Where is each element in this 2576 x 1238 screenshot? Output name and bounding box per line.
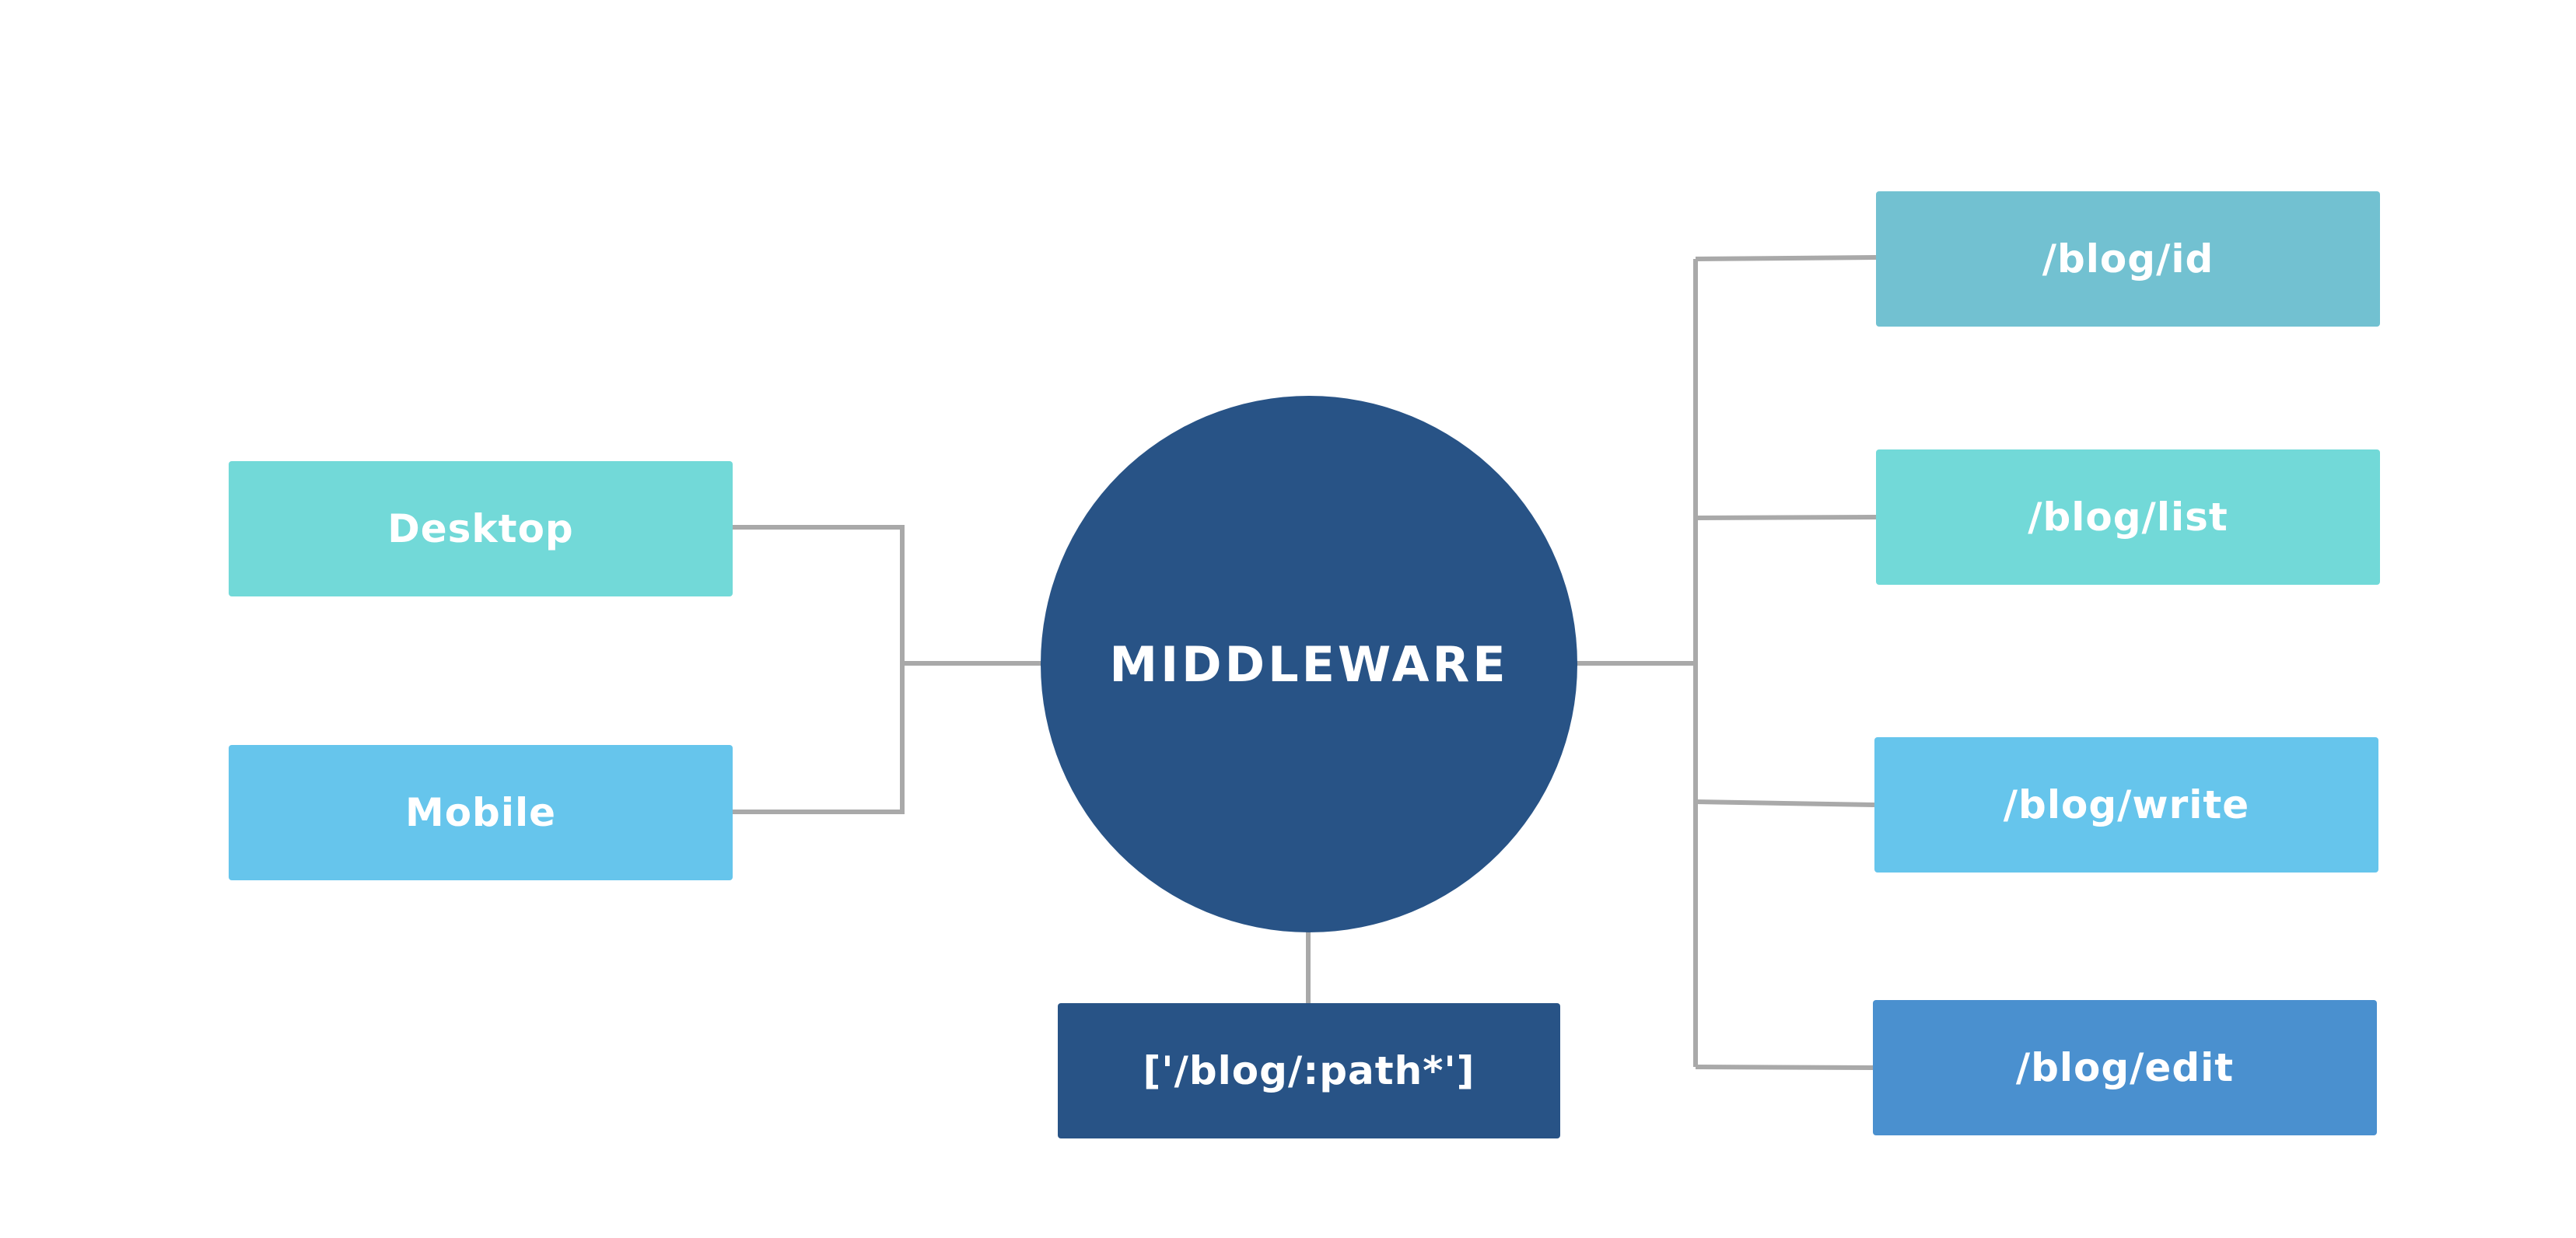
connector-route-edit: [1695, 1065, 1874, 1070]
mobile-node: Mobile: [229, 745, 733, 880]
route-blog-edit: /blog/edit: [1873, 1000, 2377, 1135]
middleware-label: MIDDLEWARE: [1109, 635, 1509, 693]
connector-route-id: [1695, 255, 1877, 261]
route-blog-list: /blog/list: [1876, 449, 2380, 585]
route-blog-list-label: /blog/list: [2028, 495, 2228, 540]
mobile-label: Mobile: [404, 790, 557, 835]
middleware-hub: MIDDLEWARE: [1041, 396, 1577, 932]
desktop-label: Desktop: [387, 506, 574, 551]
path-pattern-label: ['/blog/:path*']: [1143, 1048, 1475, 1093]
route-blog-write-label: /blog/write: [2003, 782, 2250, 827]
route-blog-id-label: /blog/id: [2042, 236, 2214, 282]
route-blog-id: /blog/id: [1876, 191, 2380, 327]
route-blog-write: /blog/write: [1874, 737, 2378, 873]
connector-route-write: [1695, 799, 1875, 807]
connector-route-list: [1695, 515, 1877, 520]
route-blog-edit-label: /blog/edit: [2015, 1045, 2235, 1090]
path-pattern-node: ['/blog/:path*']: [1058, 1003, 1560, 1138]
connector-desktop: [730, 525, 905, 814]
desktop-node: Desktop: [229, 461, 733, 596]
